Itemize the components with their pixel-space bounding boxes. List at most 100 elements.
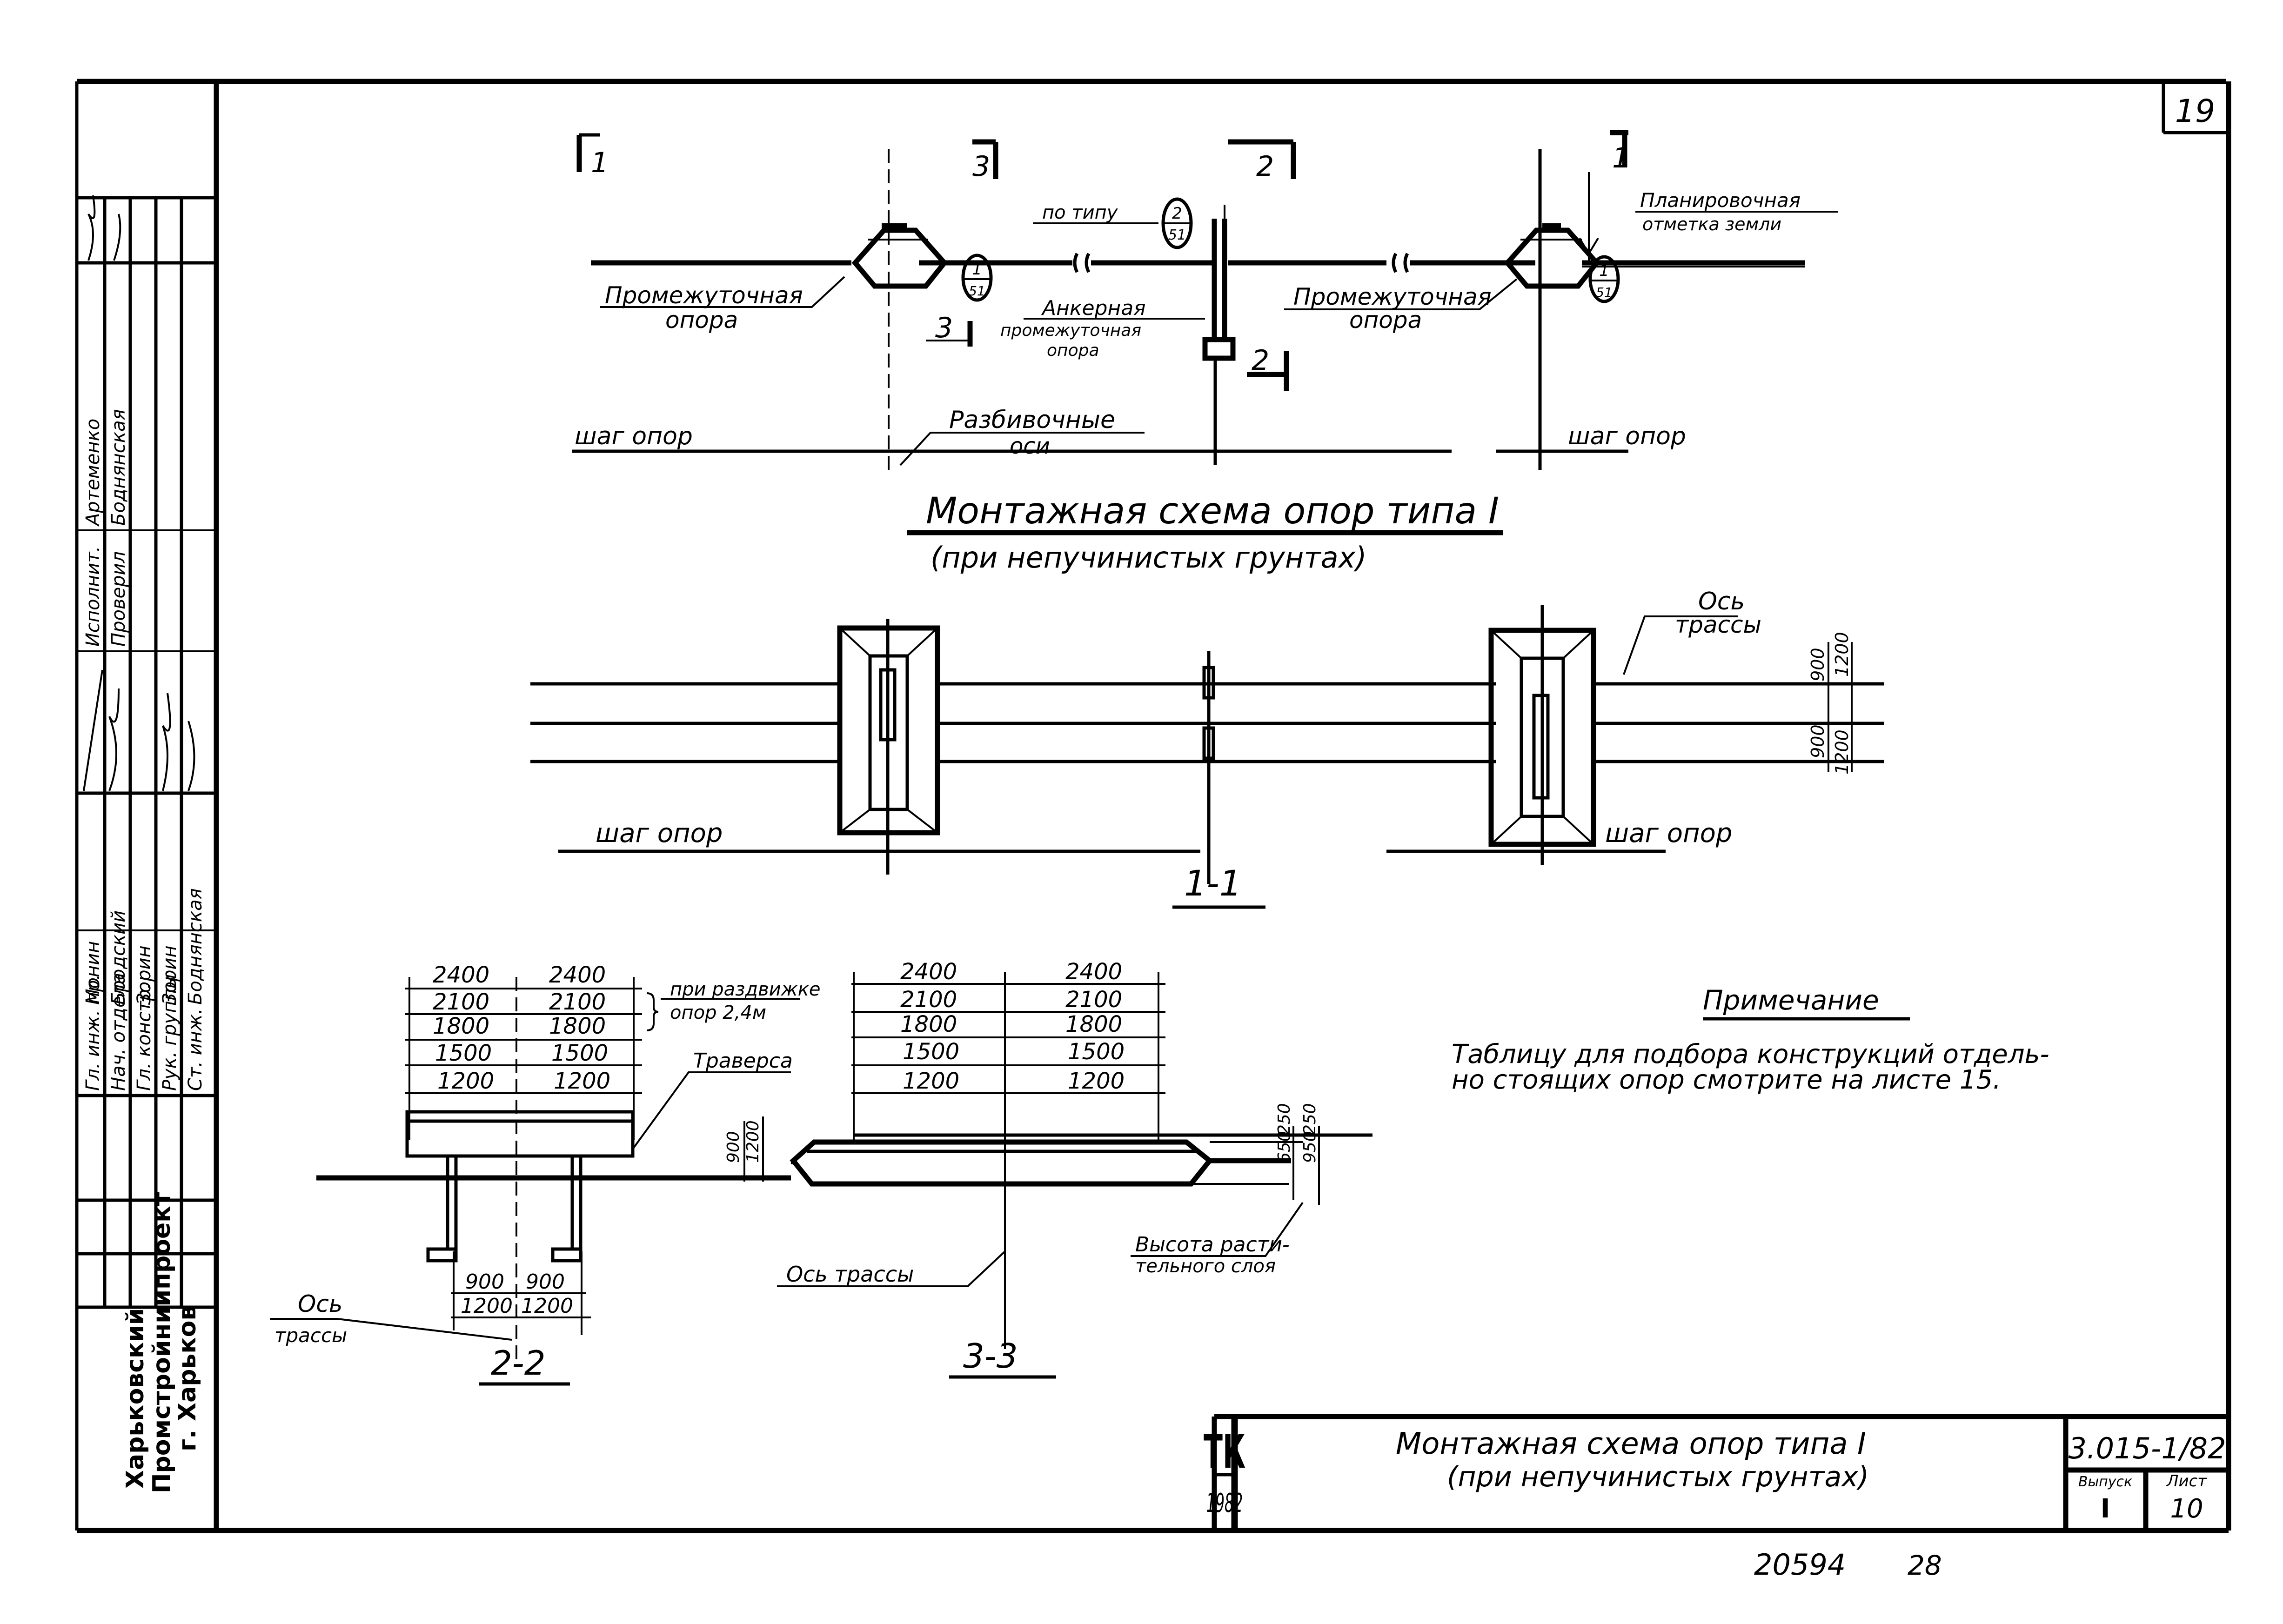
- cut-marker-2-bottom: 2: [1247, 344, 1289, 391]
- stamp-name: Боднянская: [185, 888, 206, 1005]
- svg-text:51: 51: [1168, 227, 1186, 243]
- dim-3-3-width: 2100: [900, 987, 957, 1013]
- stamp-role: Рук. группы: [159, 974, 181, 1091]
- dim-3-3-650: 650: [1275, 1131, 1294, 1163]
- stamp-name: Монин: [82, 941, 104, 1005]
- label-intermediate-support-right: Промежуточная: [1293, 283, 1492, 310]
- section-3-3-route-axis: Ось трассы: [786, 1262, 914, 1287]
- dim-3-3-250-a: 250: [1275, 1103, 1294, 1135]
- stamp-name: Артеменко: [82, 419, 104, 527]
- stamp-grid: [77, 195, 216, 1309]
- issue-value: I: [2101, 1494, 2110, 1524]
- svg-text:1: 1: [1599, 261, 1609, 280]
- dim-2-2-width: 2100: [549, 989, 606, 1015]
- sheet-value: 10: [2170, 1494, 2203, 1524]
- page-number: 19: [2175, 93, 2216, 130]
- dim-3-3-width: 1500: [903, 1039, 959, 1065]
- post-left: [446, 1154, 458, 1251]
- stamp-role: Проверил: [108, 551, 129, 647]
- dim-plan-1200-a: 1200: [1832, 632, 1852, 677]
- post-right: [570, 1154, 582, 1251]
- stamp-role: Гл. констр.: [134, 983, 155, 1091]
- tk-label: ТК: [1204, 1425, 1245, 1479]
- stamp-name: Зорин: [159, 945, 181, 1005]
- anchor-support: [1202, 205, 1236, 465]
- svg-text:3: 3: [972, 150, 990, 183]
- stamp-role: Нач. отдела: [108, 973, 129, 1091]
- svg-text:51: 51: [1596, 285, 1613, 300]
- org-line-1: Харьковский: [121, 1308, 149, 1489]
- elevation-view: 1 3 2 1 3 2 по типу: [572, 130, 1838, 475]
- signature-scribble: [87, 195, 96, 261]
- dim-2-2-height-900: 900: [724, 1131, 743, 1163]
- dim-2-2-width: 1500: [551, 1040, 608, 1066]
- stamp-role: Исполнит.: [82, 546, 104, 647]
- signature-scribble: [113, 214, 121, 261]
- dim-2-2-width: 1200: [437, 1068, 494, 1094]
- cut-marker-3-top: 3: [972, 139, 998, 183]
- stamp-name: Зорин: [134, 945, 155, 1005]
- intermediate-support-right: [1504, 149, 1600, 470]
- svg-text:1: 1: [1612, 142, 1630, 174]
- stamp-name: Боднянская: [108, 409, 129, 526]
- sheet-label: Лист: [2166, 1472, 2207, 1490]
- traverse-beam: [405, 1110, 635, 1158]
- dim-2-2-bottom: 1200: [521, 1294, 573, 1318]
- dim-plan-900-a: 900: [1808, 648, 1828, 682]
- title-line-2: (при непучинистых грунтах): [1447, 1461, 1869, 1493]
- svg-text:опор 2,4м: опор 2,4м: [670, 1002, 766, 1023]
- dim-3-3-950: 950: [1300, 1131, 1319, 1163]
- section-2-2: 2400 2400 2100 2100 1800 1800 1500 1500 …: [270, 962, 820, 1386]
- dim-3-3-width: 1200: [903, 1068, 959, 1094]
- title-line-1: Монтажная схема опор типа I: [1396, 1427, 1866, 1461]
- label-layout-axes: Разбивочные: [949, 406, 1115, 434]
- svg-text:1: 1: [591, 147, 609, 179]
- svg-text:промежуточная: промежуточная: [1000, 321, 1141, 340]
- foundation-plan-left: [837, 619, 940, 851]
- svg-text:опора: опора: [1349, 307, 1422, 334]
- issue-label: Выпуск: [2078, 1474, 2132, 1490]
- dim-2-2-width: 1800: [549, 1013, 606, 1039]
- reference-bubble-by-type: по типу 2 51: [1033, 197, 1193, 249]
- intermediate-support-left: [851, 149, 948, 475]
- stamp-texts: Исполнит. Артеменко Проверил Боднянская …: [82, 409, 206, 1091]
- dim-2-2-width: 2400: [549, 962, 606, 988]
- topsoil-label: Высота расти-: [1135, 1233, 1290, 1256]
- archive-number-suffix: 28: [1908, 1550, 1942, 1581]
- dim-3-3-width: 1800: [1065, 1011, 1122, 1037]
- cut-marker-2-top: 2: [1228, 139, 1296, 183]
- dim-2-2-width: 2100: [433, 989, 489, 1015]
- svg-text:тельного слоя: тельного слоя: [1135, 1256, 1276, 1277]
- note-line-2: но стоящих опор смотрите на листе 15.: [1452, 1065, 2001, 1095]
- signature-scribble: [83, 669, 103, 791]
- signature-scribble: [108, 688, 120, 791]
- svg-text:опора: опора: [665, 307, 738, 334]
- org-line-3: г. Харьков: [174, 1305, 201, 1451]
- plan-support-spacing-left: шаг опор: [596, 818, 723, 849]
- dim-2-2-width: 1800: [433, 1013, 489, 1039]
- signature-scribble: [187, 721, 195, 791]
- label-intermediate-support-left: Промежуточная: [605, 282, 803, 309]
- section-2-2-route-axis: Ось: [298, 1290, 342, 1317]
- elevation-subtitle: (при непучинистых грунтах): [931, 541, 1366, 575]
- dim-3-3-250-b: 250: [1300, 1103, 1319, 1135]
- page-number-box: 19: [2162, 81, 2229, 134]
- dim-2-2-width: 1200: [554, 1068, 610, 1094]
- org-line-2: Промстройниипроект: [148, 1192, 176, 1493]
- dim-2-2-width: 2400: [433, 962, 489, 988]
- plan-route-axis-label: Ось: [1698, 588, 1745, 615]
- elevation-title-block: Монтажная схема опор типа I (при непучин…: [907, 490, 1503, 575]
- section-3-3: 2400 2400 2100 2100 1800 1800 1500 1500 …: [777, 959, 1372, 1379]
- svg-text:2: 2: [1252, 344, 1269, 377]
- organization: Харьковский Промстройниипроект г. Харько…: [121, 1192, 201, 1493]
- archive-number-value: 20594: [1754, 1548, 1846, 1582]
- note-heading: Примечание: [1703, 984, 1879, 1016]
- traverse-label: Траверса: [693, 1049, 793, 1073]
- label-support-spacing-left: шаг опор: [575, 422, 693, 450]
- reference-bubble-left: 1 51: [961, 254, 993, 302]
- foundation-plan-right: [1488, 605, 1596, 865]
- reference-bubble-right: 1 51: [1588, 255, 1620, 303]
- svg-text:2: 2: [1256, 150, 1274, 183]
- dim-3-3-width: 2100: [1065, 987, 1122, 1013]
- note-block: Примечание Таблицу для подбора конструкц…: [1452, 984, 2049, 1095]
